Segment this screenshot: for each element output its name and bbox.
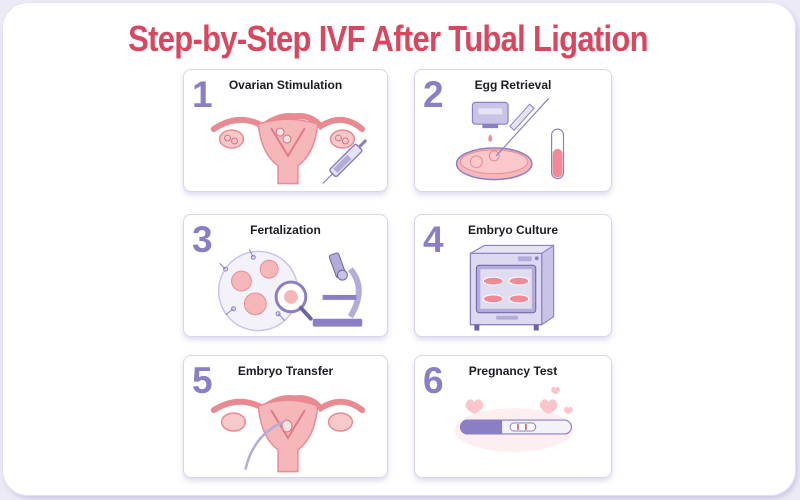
step-label: Pregnancy Test <box>468 364 558 378</box>
step-label: Embryo Culture <box>467 223 558 237</box>
step-label: Fertalization <box>250 223 321 237</box>
step-number: 2 <box>423 74 444 115</box>
step-number: 6 <box>423 360 444 401</box>
step-card-1: 1 Ovarian Stimulation <box>183 69 388 192</box>
page-title: Step-by-Step IVF After Tubal Ligation <box>128 18 648 59</box>
step-card-6: 6 Pregnancy Test <box>414 355 612 478</box>
step-card-2: 2 Egg Retrieval <box>414 69 612 192</box>
incubator-icon <box>415 239 611 335</box>
step-label: Embryo Transfer <box>237 364 334 378</box>
step-label: Egg Retrieval <box>474 78 552 92</box>
step-number: 3 <box>192 219 213 260</box>
step-number: 1 <box>192 74 213 115</box>
step-card-4: 4 Embryo Culture <box>414 214 612 337</box>
petri-dish-needle-test-tube-icon <box>415 94 611 190</box>
step-card-3: 3 Fertalization <box>183 214 388 337</box>
step-card-5: 5 Embryo Transfer <box>183 355 388 478</box>
uterus-catheter-icon <box>184 380 387 476</box>
uterus-ovaries-syringe-icon <box>184 94 387 190</box>
step-number: 4 <box>423 219 444 260</box>
sperm-egg-magnifier-microscope-icon <box>184 239 387 335</box>
step-number: 5 <box>192 360 213 401</box>
step-label: Ovarian Stimulation <box>228 78 343 92</box>
pregnancy-test-hearts-icon <box>415 380 611 476</box>
